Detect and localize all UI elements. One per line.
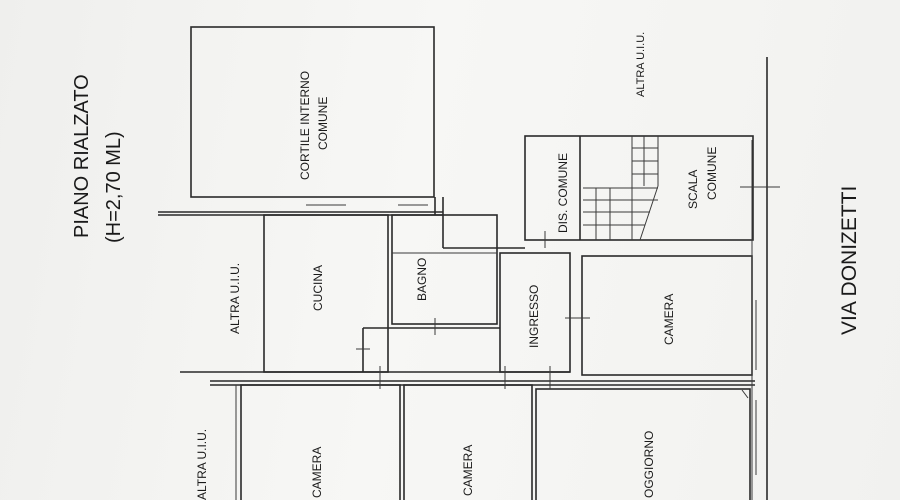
room-label-camera-2: CAMERA	[461, 445, 475, 496]
soggiorno-wall	[535, 388, 751, 500]
cucina-wall	[263, 214, 389, 373]
camera-1-wall	[240, 384, 401, 500]
room-label-altra-top: ALTRA U.I.U.	[635, 32, 647, 97]
room-label-ingresso: INGRESSO	[527, 285, 541, 348]
stair-diagonal	[639, 185, 659, 241]
floor-height: (H=2,70 ML)	[103, 131, 125, 243]
room-label-cucina: CUCINA	[311, 265, 325, 311]
scala-block-wall	[524, 135, 754, 241]
bagno-wall	[391, 214, 498, 325]
room-label-scala: SCALA	[686, 170, 700, 209]
corner-mark	[741, 389, 749, 399]
street-name: VIA DONIZETTI	[838, 186, 861, 335]
room-label-camera-1: CAMERA	[310, 447, 324, 498]
room-label-cortile: CORTILE INTERNO	[298, 71, 312, 180]
cortile-wall	[190, 26, 435, 198]
room-label-scala-2: COMUNE	[705, 147, 719, 200]
room-label-dis-comune: DIS. COMUNE	[556, 153, 570, 233]
room-label-camera-right: CAMERA	[662, 294, 676, 345]
room-label-cortile-2: COMUNE	[316, 97, 330, 150]
room-label-altra-left: ALTRA U.I.U.	[228, 263, 242, 334]
camera-2-wall	[403, 384, 533, 500]
room-label-altra-bottom: ALTRA U.I.U.	[195, 429, 209, 500]
room-label-bagno: BAGNO	[415, 258, 429, 301]
room-label-soggiorno: OGGIORNO	[642, 431, 656, 498]
floor-title: PIANO RIALZATO	[71, 74, 93, 238]
